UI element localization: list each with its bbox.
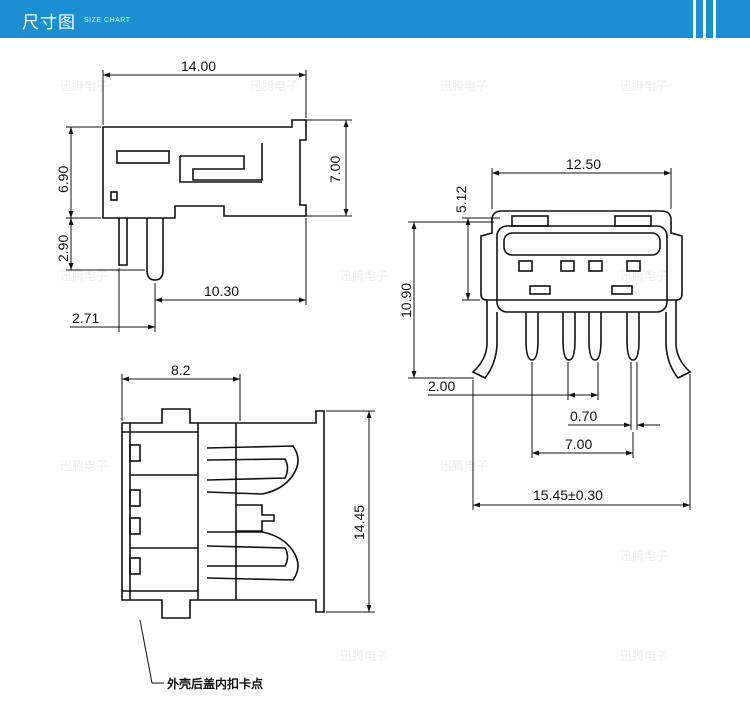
dim-front-total-width: 15.45±0.30	[533, 487, 603, 503]
dim-front-height: 10.90	[398, 283, 414, 318]
top-view	[121, 408, 325, 619]
header-title: 尺寸图	[22, 13, 76, 33]
dim-side-upper-height: 6.90	[55, 166, 71, 193]
top-view-dimensions	[121, 374, 375, 684]
header-stripe-2	[703, 0, 706, 38]
front-view-dimensions	[408, 168, 691, 510]
watermark-text: 迅腾电子	[60, 268, 108, 283]
watermark-text: 迅腾电子	[620, 78, 668, 93]
dim-front-width: 12.50	[566, 156, 601, 172]
dim-front-pin-offset: 2.00	[428, 378, 455, 394]
dim-side-pin-height: 2.90	[55, 235, 71, 262]
note-latch-point: 外壳后盖内扣卡点	[167, 676, 263, 691]
front-view	[471, 210, 692, 380]
side-view	[102, 119, 307, 281]
watermark-text: 迅腾电子	[440, 78, 488, 93]
header-bar: 尺寸图 SIZE CHART	[0, 0, 750, 38]
header-stripe-3	[713, 0, 716, 38]
dim-side-bottom-length: 10.30	[204, 283, 239, 299]
header-stripe-1	[693, 0, 696, 38]
side-view-dimensions	[66, 70, 352, 332]
watermark-text: 迅腾电子	[340, 648, 388, 663]
watermark-text: 迅腾电子	[250, 78, 298, 93]
dim-side-length: 14.00	[181, 58, 216, 74]
dim-front-pin-span: 7.00	[565, 436, 592, 452]
header-subtitle: SIZE CHART	[84, 17, 131, 24]
dim-side-pin-offset: 2.71	[72, 310, 99, 326]
dim-front-top-offset: 5.12	[453, 186, 469, 213]
dim-top-length: 14.45	[351, 505, 367, 540]
watermark-text: 迅腾电子	[60, 458, 108, 473]
watermark-text: 迅腾电子	[440, 458, 488, 473]
watermark-text: 迅腾电子	[340, 268, 388, 283]
watermark-text: 迅腾电子	[60, 78, 108, 93]
dim-front-pin-pitch: 0.70	[570, 408, 597, 424]
watermark-text: 迅腾电子	[620, 548, 668, 563]
watermark-text: 迅腾电子	[620, 648, 668, 663]
dim-side-total-height: 7.00	[327, 156, 343, 183]
watermark-layer: 迅腾电子 迅腾电子 迅腾电子 迅腾电子 迅腾电子 迅腾电子 迅腾电子 迅腾电子 …	[60, 78, 668, 663]
dim-top-width: 8.2	[171, 362, 191, 378]
